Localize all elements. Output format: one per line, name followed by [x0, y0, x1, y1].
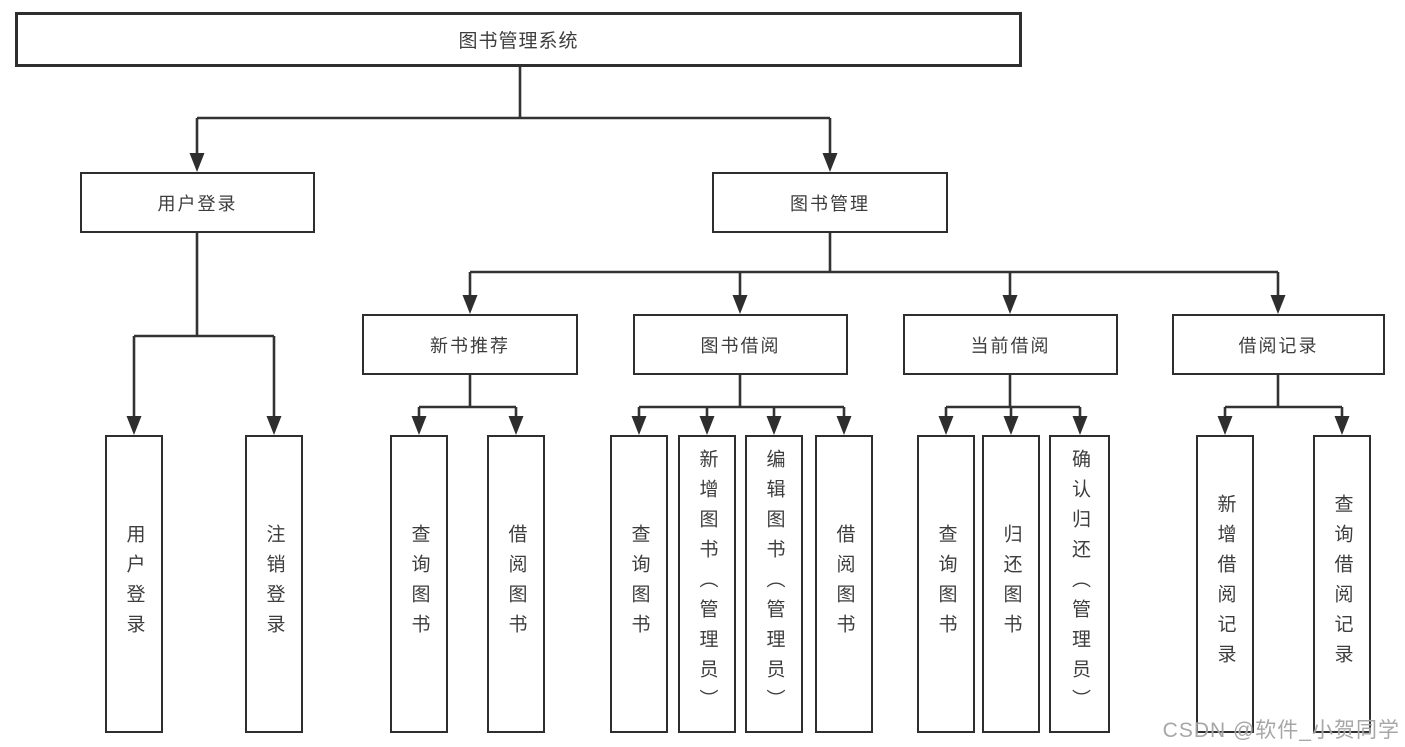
arrow-down-icon [1270, 295, 1286, 314]
node-label: 查询借阅记录 [1331, 494, 1353, 674]
arrow-down-icon [1002, 295, 1018, 314]
node-label: 借阅记录 [1238, 335, 1319, 356]
node-label: 借阅图书 [505, 524, 527, 644]
node-label: 新增图书（管理员） [696, 449, 718, 719]
arrow-down-icon [631, 416, 647, 435]
node-label: 查询图书 [628, 524, 650, 644]
leaf-borrow-books: 借阅图书 [815, 435, 873, 733]
leaf-query-books-current: 查询图书 [917, 435, 975, 733]
leaf-query-borrow-record: 查询借阅记录 [1313, 435, 1371, 733]
arrow-down-icon [822, 153, 838, 172]
arrow-down-icon [938, 416, 954, 435]
leaf-add-books-admin: 新增图书（管理员） [678, 435, 736, 733]
node-borrowing-records: 借阅记录 [1172, 314, 1385, 375]
arrow-down-icon [126, 416, 142, 435]
node-label: 借阅图书 [833, 524, 855, 644]
arrow-down-icon [411, 416, 427, 435]
node-label: 归还图书 [1000, 524, 1022, 644]
node-label: 查询图书 [408, 524, 430, 644]
node-library-system: 图书管理系统 [15, 12, 1022, 67]
node-label: 确认归还（管理员） [1069, 449, 1090, 719]
node-label: 当前借阅 [970, 335, 1051, 356]
node-label: 图书借阅 [700, 335, 781, 356]
leaf-query-books-recommend: 查询图书 [390, 435, 448, 733]
arrow-down-icon [1003, 416, 1019, 435]
arrow-down-icon [766, 416, 782, 435]
leaf-edit-books-admin: 编辑图书（管理员） [745, 435, 803, 733]
node-label: 编辑图书（管理员） [763, 449, 785, 719]
arrow-down-icon [699, 416, 715, 435]
node-label: 用户登录 [157, 193, 238, 214]
arrow-down-icon [1217, 416, 1233, 435]
node-book-management: 图书管理 [712, 172, 948, 233]
node-new-book-recommendation: 新书推荐 [362, 314, 578, 375]
arrow-down-icon [462, 295, 478, 314]
leaf-add-borrow-record: 新增借阅记录 [1196, 435, 1254, 733]
node-label: 查询图书 [935, 524, 957, 644]
arrow-down-icon [189, 153, 205, 172]
arrow-down-icon [266, 416, 282, 435]
csdn-watermark: CSDN @软件_小贺同学 [1162, 719, 1400, 742]
arrow-down-icon [1072, 416, 1088, 435]
node-current-borrowing: 当前借阅 [903, 314, 1118, 375]
node-label: 注销登录 [263, 524, 285, 644]
arrow-down-icon [836, 416, 852, 435]
node-label: 新书推荐 [430, 335, 510, 356]
arrow-down-icon [732, 295, 748, 314]
arrow-down-icon [508, 416, 524, 435]
node-label: 新增借阅记录 [1214, 494, 1236, 674]
leaf-confirm-return-admin: 确认归还（管理员） [1049, 435, 1110, 733]
node-label: 图书管理系统 [458, 31, 579, 52]
node-label: 图书管理 [790, 193, 870, 214]
arrow-down-icon [1334, 416, 1350, 435]
node-book-borrowing: 图书借阅 [633, 314, 848, 375]
node-label: 用户登录 [123, 524, 145, 644]
leaf-return-books: 归还图书 [982, 435, 1040, 733]
leaf-borrow-books-recommend: 借阅图书 [487, 435, 545, 733]
leaf-logout: 注销登录 [245, 435, 303, 733]
leaf-user-login: 用户登录 [105, 435, 163, 733]
node-user-login: 用户登录 [80, 172, 315, 233]
leaf-query-books-borrow: 查询图书 [610, 435, 668, 733]
